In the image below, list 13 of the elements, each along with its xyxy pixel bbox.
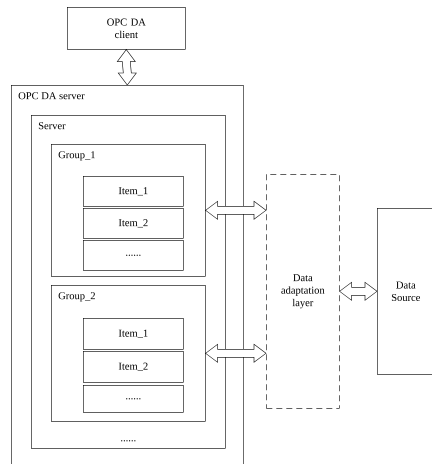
item-box: Item_2 xyxy=(83,208,184,239)
item-box: Item_2 xyxy=(83,351,184,383)
item-box: Item_1 xyxy=(83,176,184,207)
item-box: ...... xyxy=(83,240,184,271)
data-source-box: Data Source xyxy=(377,208,432,375)
double-arrow xyxy=(205,344,266,363)
double-arrow xyxy=(339,282,378,301)
item-box: Item_1 xyxy=(83,318,184,350)
double-arrow xyxy=(116,49,137,86)
adaptation-layer-box: Data adaptation layer xyxy=(266,174,340,409)
double-arrow xyxy=(205,200,266,220)
item-box: ...... xyxy=(83,385,184,413)
plain-box: OPC DA client xyxy=(67,7,186,50)
